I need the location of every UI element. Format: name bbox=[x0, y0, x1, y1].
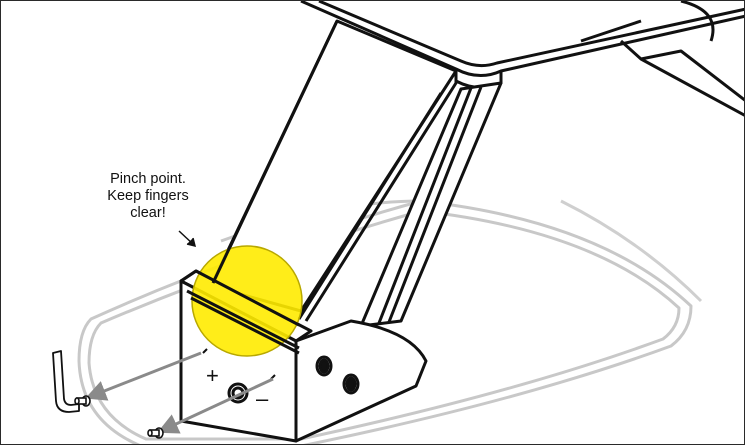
minus-marking: – bbox=[256, 386, 269, 411]
warning-line-2: Keep fingers bbox=[107, 188, 189, 204]
arrow-icon bbox=[85, 351, 202, 401]
desk-top bbox=[291, 1, 744, 117]
screw-icon bbox=[74, 395, 91, 407]
pinch-point-highlight bbox=[191, 245, 303, 357]
insertion-arrows bbox=[85, 351, 274, 434]
ghost-upper-frame bbox=[560, 199, 703, 303]
highlight-overlay-edges bbox=[179, 216, 300, 355]
pinch-point-warning: Pinch point. Keep fingers clear! bbox=[93, 171, 203, 222]
plus-marking: + bbox=[206, 363, 219, 388]
arrow-icon bbox=[157, 377, 274, 434]
screw-icon bbox=[147, 427, 164, 439]
warning-line-3: clear! bbox=[130, 205, 166, 221]
warning-line-1: Pinch point. bbox=[110, 171, 186, 187]
rear-arm bbox=[359, 81, 503, 328]
callout-arrow bbox=[178, 230, 197, 248]
